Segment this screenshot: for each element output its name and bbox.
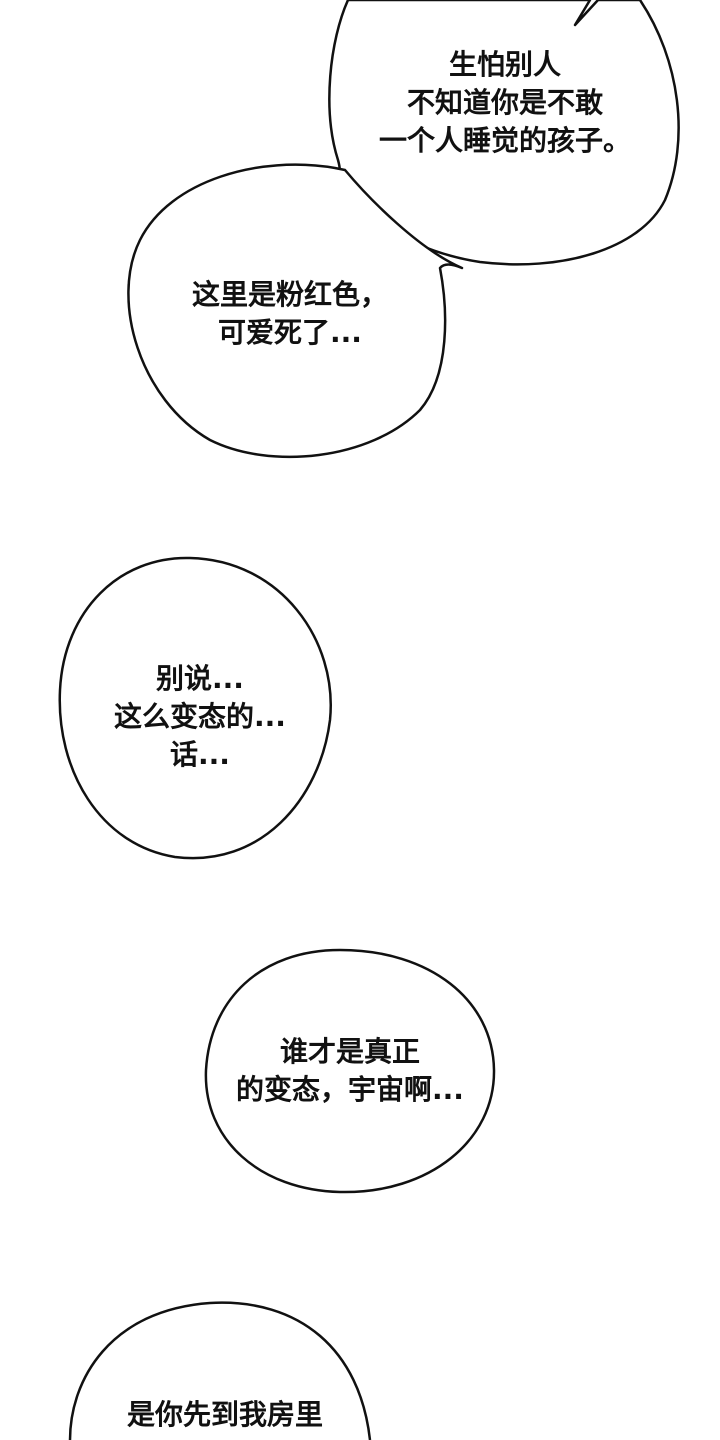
bubble-3-line-2: 这么变态的... (114, 700, 286, 733)
bubble-2-line-1: 这里是粉红色， (191, 278, 388, 311)
speech-bubble-3-text: 别说... 这么变态的... 话... (90, 660, 310, 774)
bubble-4-line-2: 的变态，宇宙啊... (236, 1073, 464, 1106)
bubble-4-line-1: 谁才是真正 (279, 1035, 420, 1068)
speech-bubble-4-outline (204, 948, 496, 1194)
bubble-1-line-3: 一个人睡觉的孩子。 (378, 124, 631, 157)
speech-bubble-1-text: 生怕别人 不知道你是不敢 一个人睡觉的孩子。 (345, 46, 665, 160)
bubble-1-line-1: 生怕别人 (448, 48, 561, 81)
speech-bubble-5-text: 是你先到我房里 (95, 1396, 355, 1434)
speech-bubble-2-text: 这里是粉红色， 可爱死了... (170, 276, 410, 352)
bubble-3-line-1: 别说... (156, 662, 244, 695)
bubble-3-line-3: 话... (170, 738, 230, 771)
bubble-1-line-2: 不知道你是不敢 (406, 86, 603, 119)
bubble-2-line-2: 可爱死了... (218, 316, 362, 349)
bubble-5-line-1: 是你先到我房里 (126, 1398, 323, 1431)
speech-bubble-3-outline (58, 556, 332, 860)
speech-bubble-4-text: 谁才是真正 的变态，宇宙啊... (210, 1033, 490, 1109)
speech-bubble-1-outline (308, 0, 680, 266)
speech-bubble-5-outline (68, 1301, 372, 1440)
speech-bubble-2-outline (127, 163, 464, 459)
